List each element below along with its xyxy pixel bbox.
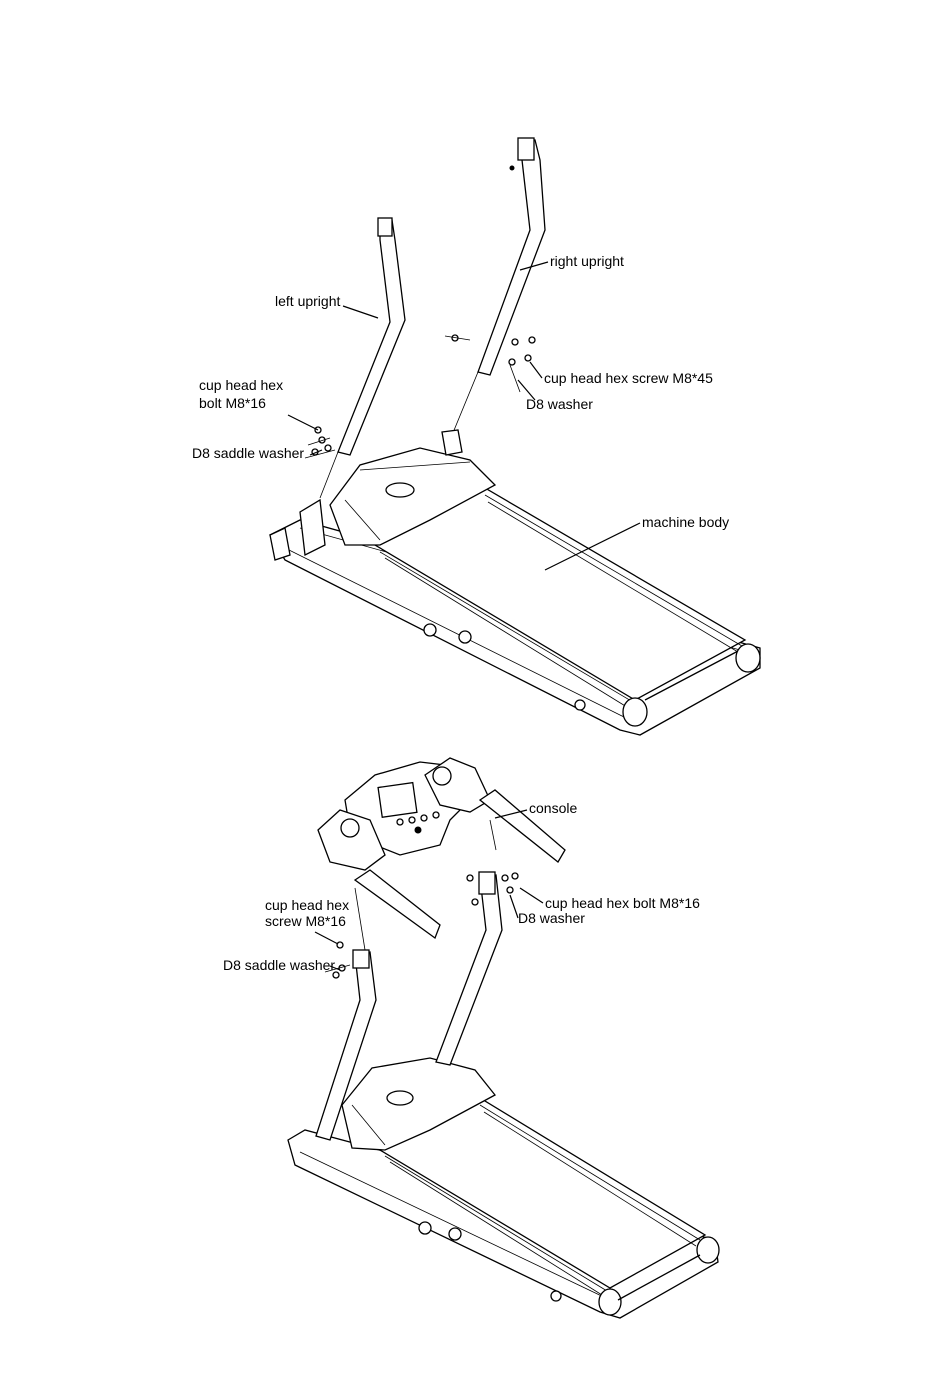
label-d8-washer: D8 washer: [526, 396, 593, 412]
label-machine-body: machine body: [642, 514, 729, 530]
label-cup-head-hex-screw: cup head hex screw M8*45: [544, 370, 713, 386]
label-d8-saddle-washer-2: D8 saddle washer: [223, 957, 335, 973]
leader-hex-screw: [530, 362, 542, 378]
diagram-1: right upright left upright cup head hex …: [192, 138, 760, 735]
label-cup-head-hex-screw-2: screw M8*16: [265, 913, 346, 929]
leader-hex-bolt-2: [520, 888, 543, 903]
label-right-upright: right upright: [550, 253, 624, 269]
label-cup-head-hex-bolt-1: cup head hex: [199, 377, 283, 393]
label-cup-head-hex-screw-1: cup head hex: [265, 897, 349, 913]
diagram-2: console cup head hex bolt M8*16 D8 washe…: [223, 758, 719, 1318]
leader-hex-bolt: [288, 415, 318, 430]
leader-left-upright: [343, 306, 378, 318]
label-cup-head-hex-bolt: cup head hex bolt M8*16: [545, 895, 700, 911]
label-console: console: [529, 800, 577, 816]
leader-d8-washer-2: [510, 895, 518, 918]
machine-body-2: [288, 1058, 719, 1318]
machine-body: [270, 448, 760, 735]
label-cup-head-hex-bolt-2: bolt M8*16: [199, 395, 266, 411]
leader-hex-screw-2: [315, 932, 338, 944]
label-d8-washer-2: D8 washer: [518, 910, 585, 926]
hardware-left: [305, 427, 335, 458]
label-d8-saddle-washer: D8 saddle washer: [192, 445, 304, 461]
label-left-upright: left upright: [275, 293, 340, 309]
